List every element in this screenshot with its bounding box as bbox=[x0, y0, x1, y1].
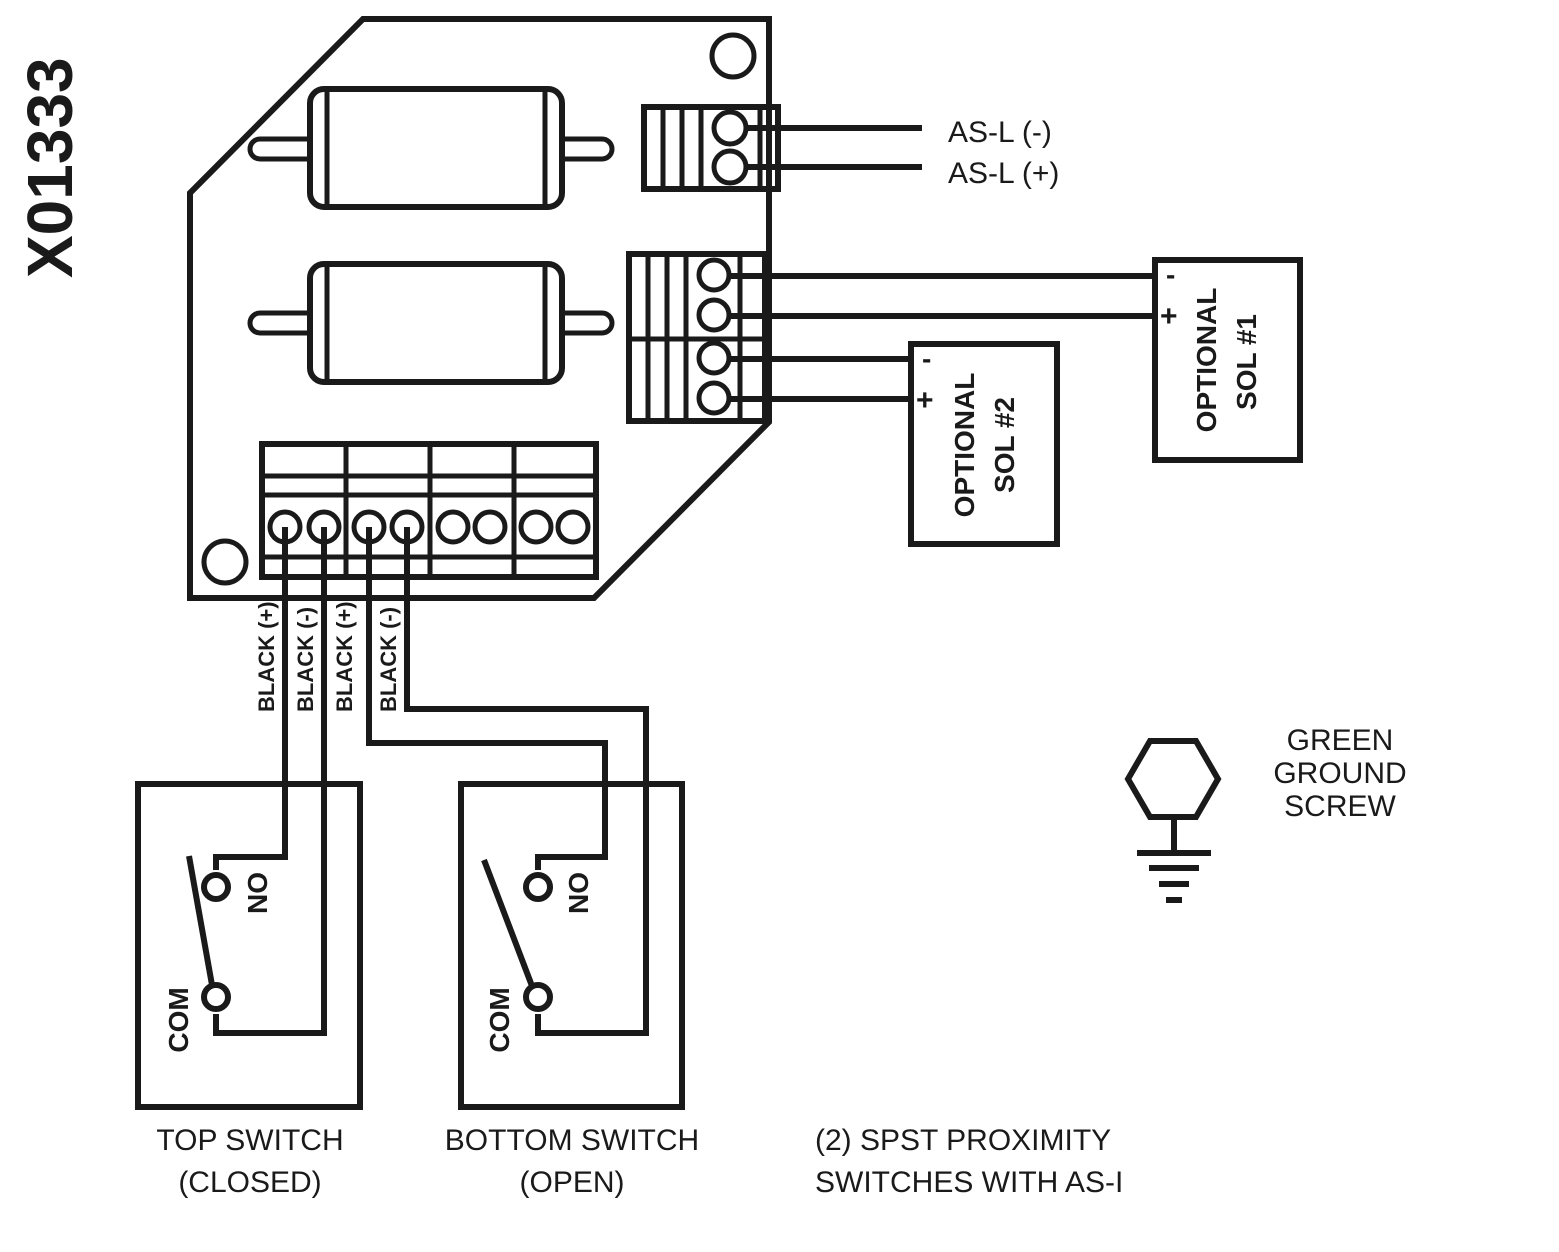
ground-label-1: GREEN bbox=[1287, 724, 1394, 757]
bottom-switch-com-label: COM bbox=[484, 987, 515, 1052]
solenoid-terminal-block bbox=[626, 251, 768, 424]
bottom-switch-com-terminal bbox=[523, 982, 553, 1012]
top-switch-no-terminal bbox=[201, 872, 231, 902]
wire-label-4: BLACK (-) bbox=[376, 607, 401, 712]
ground-label-3: SCREW bbox=[1284, 790, 1396, 823]
bottom-switch: NO COM bbox=[458, 781, 685, 1110]
top-switch-title: TOP SWITCH bbox=[156, 1124, 343, 1157]
mounting-hole-bottom-left bbox=[201, 538, 249, 586]
wire-label-2: BLACK (-) bbox=[293, 607, 318, 712]
board-component-1 bbox=[247, 86, 615, 210]
drawing-id: X01333 bbox=[14, 57, 86, 278]
wire-bottom-switch-pos bbox=[366, 527, 608, 870]
sol2-label-2: SOL #2 bbox=[989, 397, 1020, 493]
top-switch-contact bbox=[186, 855, 215, 986]
optional-sol-2: - + OPTIONAL SOL #2 bbox=[908, 341, 1060, 547]
bottom-switch-contact bbox=[481, 858, 535, 988]
bottom-switch-no-label: NO bbox=[563, 872, 594, 914]
top-switch-no-label: NO bbox=[242, 872, 273, 914]
sol2-label-1: OPTIONAL bbox=[949, 373, 980, 518]
optional-sol-1: - + OPTIONAL SOL #1 bbox=[1152, 257, 1303, 463]
wire-bottom-switch-neg bbox=[404, 527, 649, 1036]
mounting-hole-top-right bbox=[709, 32, 757, 80]
bottom-switch-no-terminal bbox=[523, 872, 553, 902]
top-switch-com-label: COM bbox=[163, 987, 194, 1052]
switch-terminal-block bbox=[259, 441, 599, 580]
as-pos-label: AS-L (+) bbox=[948, 157, 1059, 190]
ground-screw-icon bbox=[1124, 738, 1222, 903]
wire-top-switch-neg bbox=[213, 527, 327, 1036]
top-switch-com-terminal bbox=[201, 982, 231, 1012]
sol1-label-2: SOL #1 bbox=[1231, 314, 1262, 410]
wire-top-switch-pos bbox=[213, 527, 288, 870]
note-line-1: (2) SPST PROXIMITY bbox=[815, 1124, 1111, 1157]
wire-label-3: BLACK (+) bbox=[332, 601, 357, 712]
wire-label-1: BLACK (+) bbox=[254, 601, 279, 712]
circuit-board-outline bbox=[187, 16, 772, 601]
sol1-label-1: OPTIONAL bbox=[1191, 288, 1222, 433]
top-switch-state: (CLOSED) bbox=[178, 1166, 321, 1199]
as-neg-label: AS-L (-) bbox=[948, 116, 1052, 149]
sol1-plus: + bbox=[1160, 300, 1178, 333]
top-switch: NO COM bbox=[135, 781, 363, 1110]
as-terminal-block bbox=[641, 104, 781, 192]
sol2-minus: - bbox=[922, 343, 931, 374]
bottom-switch-title: BOTTOM SWITCH bbox=[445, 1124, 699, 1157]
bottom-switch-state: (OPEN) bbox=[520, 1166, 625, 1199]
ground-label-2: GROUND bbox=[1273, 757, 1406, 790]
board-component-2 bbox=[247, 261, 615, 385]
note-line-2: SWITCHES WITH AS-I bbox=[815, 1166, 1123, 1199]
sol2-plus: + bbox=[916, 384, 934, 417]
sol1-minus: - bbox=[1166, 259, 1175, 290]
